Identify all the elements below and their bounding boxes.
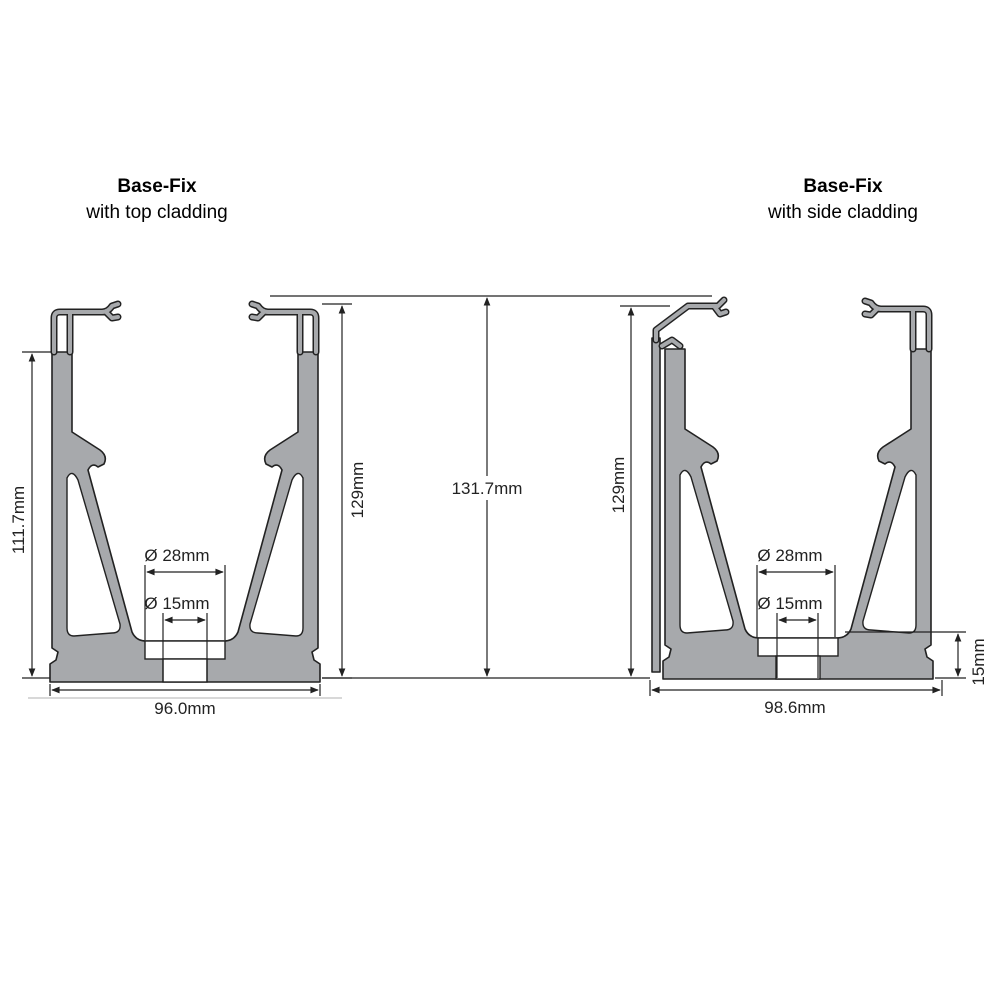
left-width-label: 96.0mm bbox=[154, 699, 215, 718]
left-title: Base-Fix bbox=[117, 176, 197, 197]
left-subtitle: with top cladding bbox=[85, 202, 228, 223]
right-subtitle: with side cladding bbox=[767, 202, 918, 223]
left-dia-outer-label: Ø 28mm bbox=[144, 546, 209, 565]
left-height-label: 129mm bbox=[348, 462, 367, 519]
center-height-label: 131.7mm bbox=[452, 479, 523, 498]
right-dimensions: 129mm 15mm 98.6mm Ø 28mm Ø 15mm bbox=[609, 305, 988, 717]
left-profile bbox=[50, 300, 320, 682]
right-height-label: 129mm bbox=[609, 457, 628, 514]
center-dimension: 131.7mm bbox=[270, 295, 712, 679]
right-profile bbox=[651, 296, 933, 679]
right-width-label: 98.6mm bbox=[764, 698, 825, 717]
right-title: Base-Fix bbox=[803, 176, 883, 197]
left-dimensions: 111.7mm 129mm 96.0mm Ø 28mm Ø 15mm bbox=[9, 303, 367, 718]
right-base-height-label: 15mm bbox=[969, 638, 988, 685]
left-dia-inner-label: Ø 15mm bbox=[144, 594, 209, 613]
left-height-inner-label: 111.7mm bbox=[9, 486, 28, 554]
right-dia-inner-label: Ø 15mm bbox=[757, 594, 822, 613]
right-dia-outer-label: Ø 28mm bbox=[757, 546, 822, 565]
